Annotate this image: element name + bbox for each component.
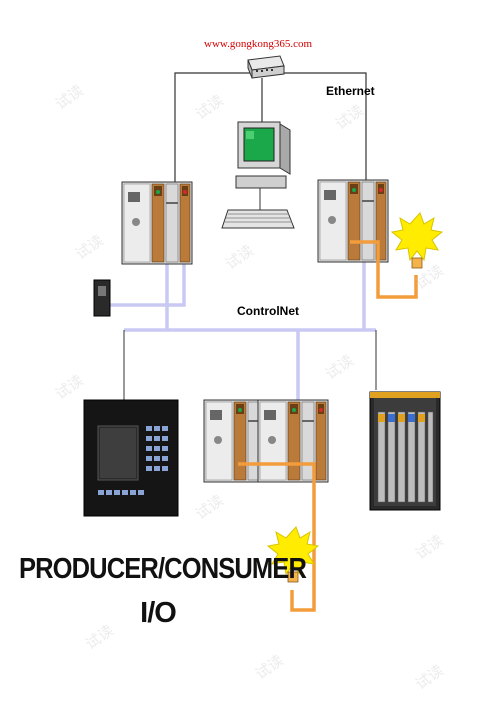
network-hub-icon: [247, 55, 285, 79]
source-url: www.gongkong365.com: [204, 38, 313, 50]
ethernet-network: [174, 72, 367, 182]
light-bulb-icon: [390, 212, 444, 269]
svg-text:试读: 试读: [412, 531, 447, 563]
svg-text:试读: 试读: [332, 101, 367, 133]
svg-text:试读: 试读: [322, 351, 357, 383]
svg-text:试读: 试读: [252, 651, 287, 683]
io-rack-icon: [369, 391, 441, 511]
io-cable: [238, 240, 418, 612]
controlnet-label: ControlNet: [237, 304, 299, 318]
svg-text:试读: 试读: [72, 231, 107, 263]
svg-text:试读: 试读: [52, 371, 87, 403]
sensor-icon: [93, 279, 111, 317]
svg-text:试读: 试读: [222, 241, 257, 273]
title-line-2: I/O: [140, 597, 177, 629]
plc-chassis-icon: [203, 399, 329, 483]
svg-text:试读: 试读: [412, 661, 447, 693]
svg-text:试读: 试读: [192, 491, 227, 523]
light-bulb-icon: [266, 526, 320, 583]
title-line-1: PRODUCER/CONSUMER: [18, 553, 307, 585]
ethernet-label: Ethernet: [326, 84, 375, 98]
svg-text:试读: 试读: [192, 91, 227, 123]
operator-panel-icon: [83, 399, 179, 517]
plc-chassis-icon: [121, 181, 193, 265]
workstation-icon: [221, 121, 295, 229]
svg-text:试读: 试读: [52, 81, 87, 113]
